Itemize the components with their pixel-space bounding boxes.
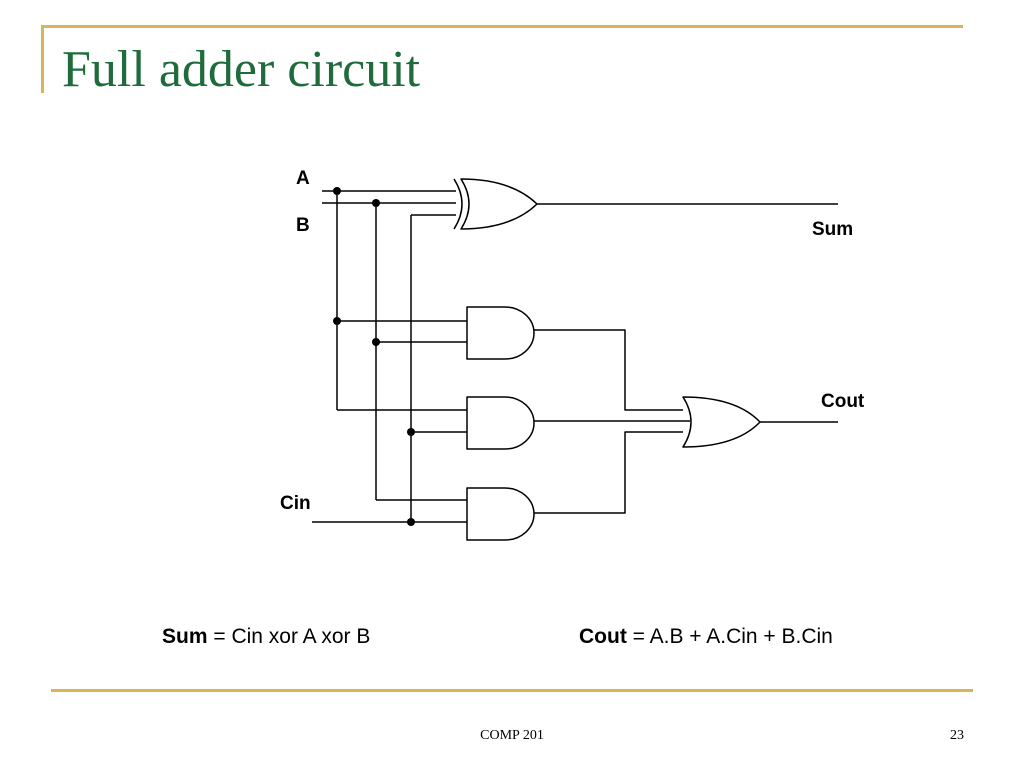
label-cin: Cin [280, 493, 311, 514]
junction-dot [372, 199, 380, 207]
and-gate-3 [466, 487, 535, 541]
junction-dot [407, 428, 415, 436]
or-gate [682, 396, 761, 448]
and-gate-1 [466, 306, 535, 360]
and-gate-2 [466, 396, 535, 450]
sum-equation-name: Sum [162, 625, 208, 648]
wire-and1-to-or [534, 329, 683, 411]
cout-equation-expression: = A.B + A.Cin + B.Cin [626, 625, 833, 648]
junction-dot [333, 317, 341, 325]
title-accent-rule-left [41, 25, 44, 93]
footer-accent-rule [51, 689, 973, 692]
label-sum: Sum [812, 219, 853, 240]
sum-equation-expression: = Cin xor A xor B [207, 625, 371, 648]
label-cout: Cout [821, 391, 865, 412]
title-accent-rule-top [41, 25, 963, 28]
footer-page-number: 23 [950, 728, 964, 743]
xor-gate [460, 178, 538, 230]
junction-dot [372, 338, 380, 346]
label-a: A [296, 168, 310, 189]
cout-equation: Cout = A.B + A.Cin + B.Cin [579, 622, 833, 652]
junction-dot [407, 518, 415, 526]
xor-gate-extra-arc [453, 178, 463, 230]
sum-equation: Sum = Cin xor A xor B [162, 622, 370, 652]
junction-dot [333, 187, 341, 195]
cout-equation-name: Cout [579, 625, 627, 648]
footer-course-name: COMP 201 [480, 728, 544, 743]
label-b: B [296, 215, 310, 236]
wire-and3-to-or [534, 431, 683, 514]
slide-title: Full adder circuit [62, 41, 421, 98]
